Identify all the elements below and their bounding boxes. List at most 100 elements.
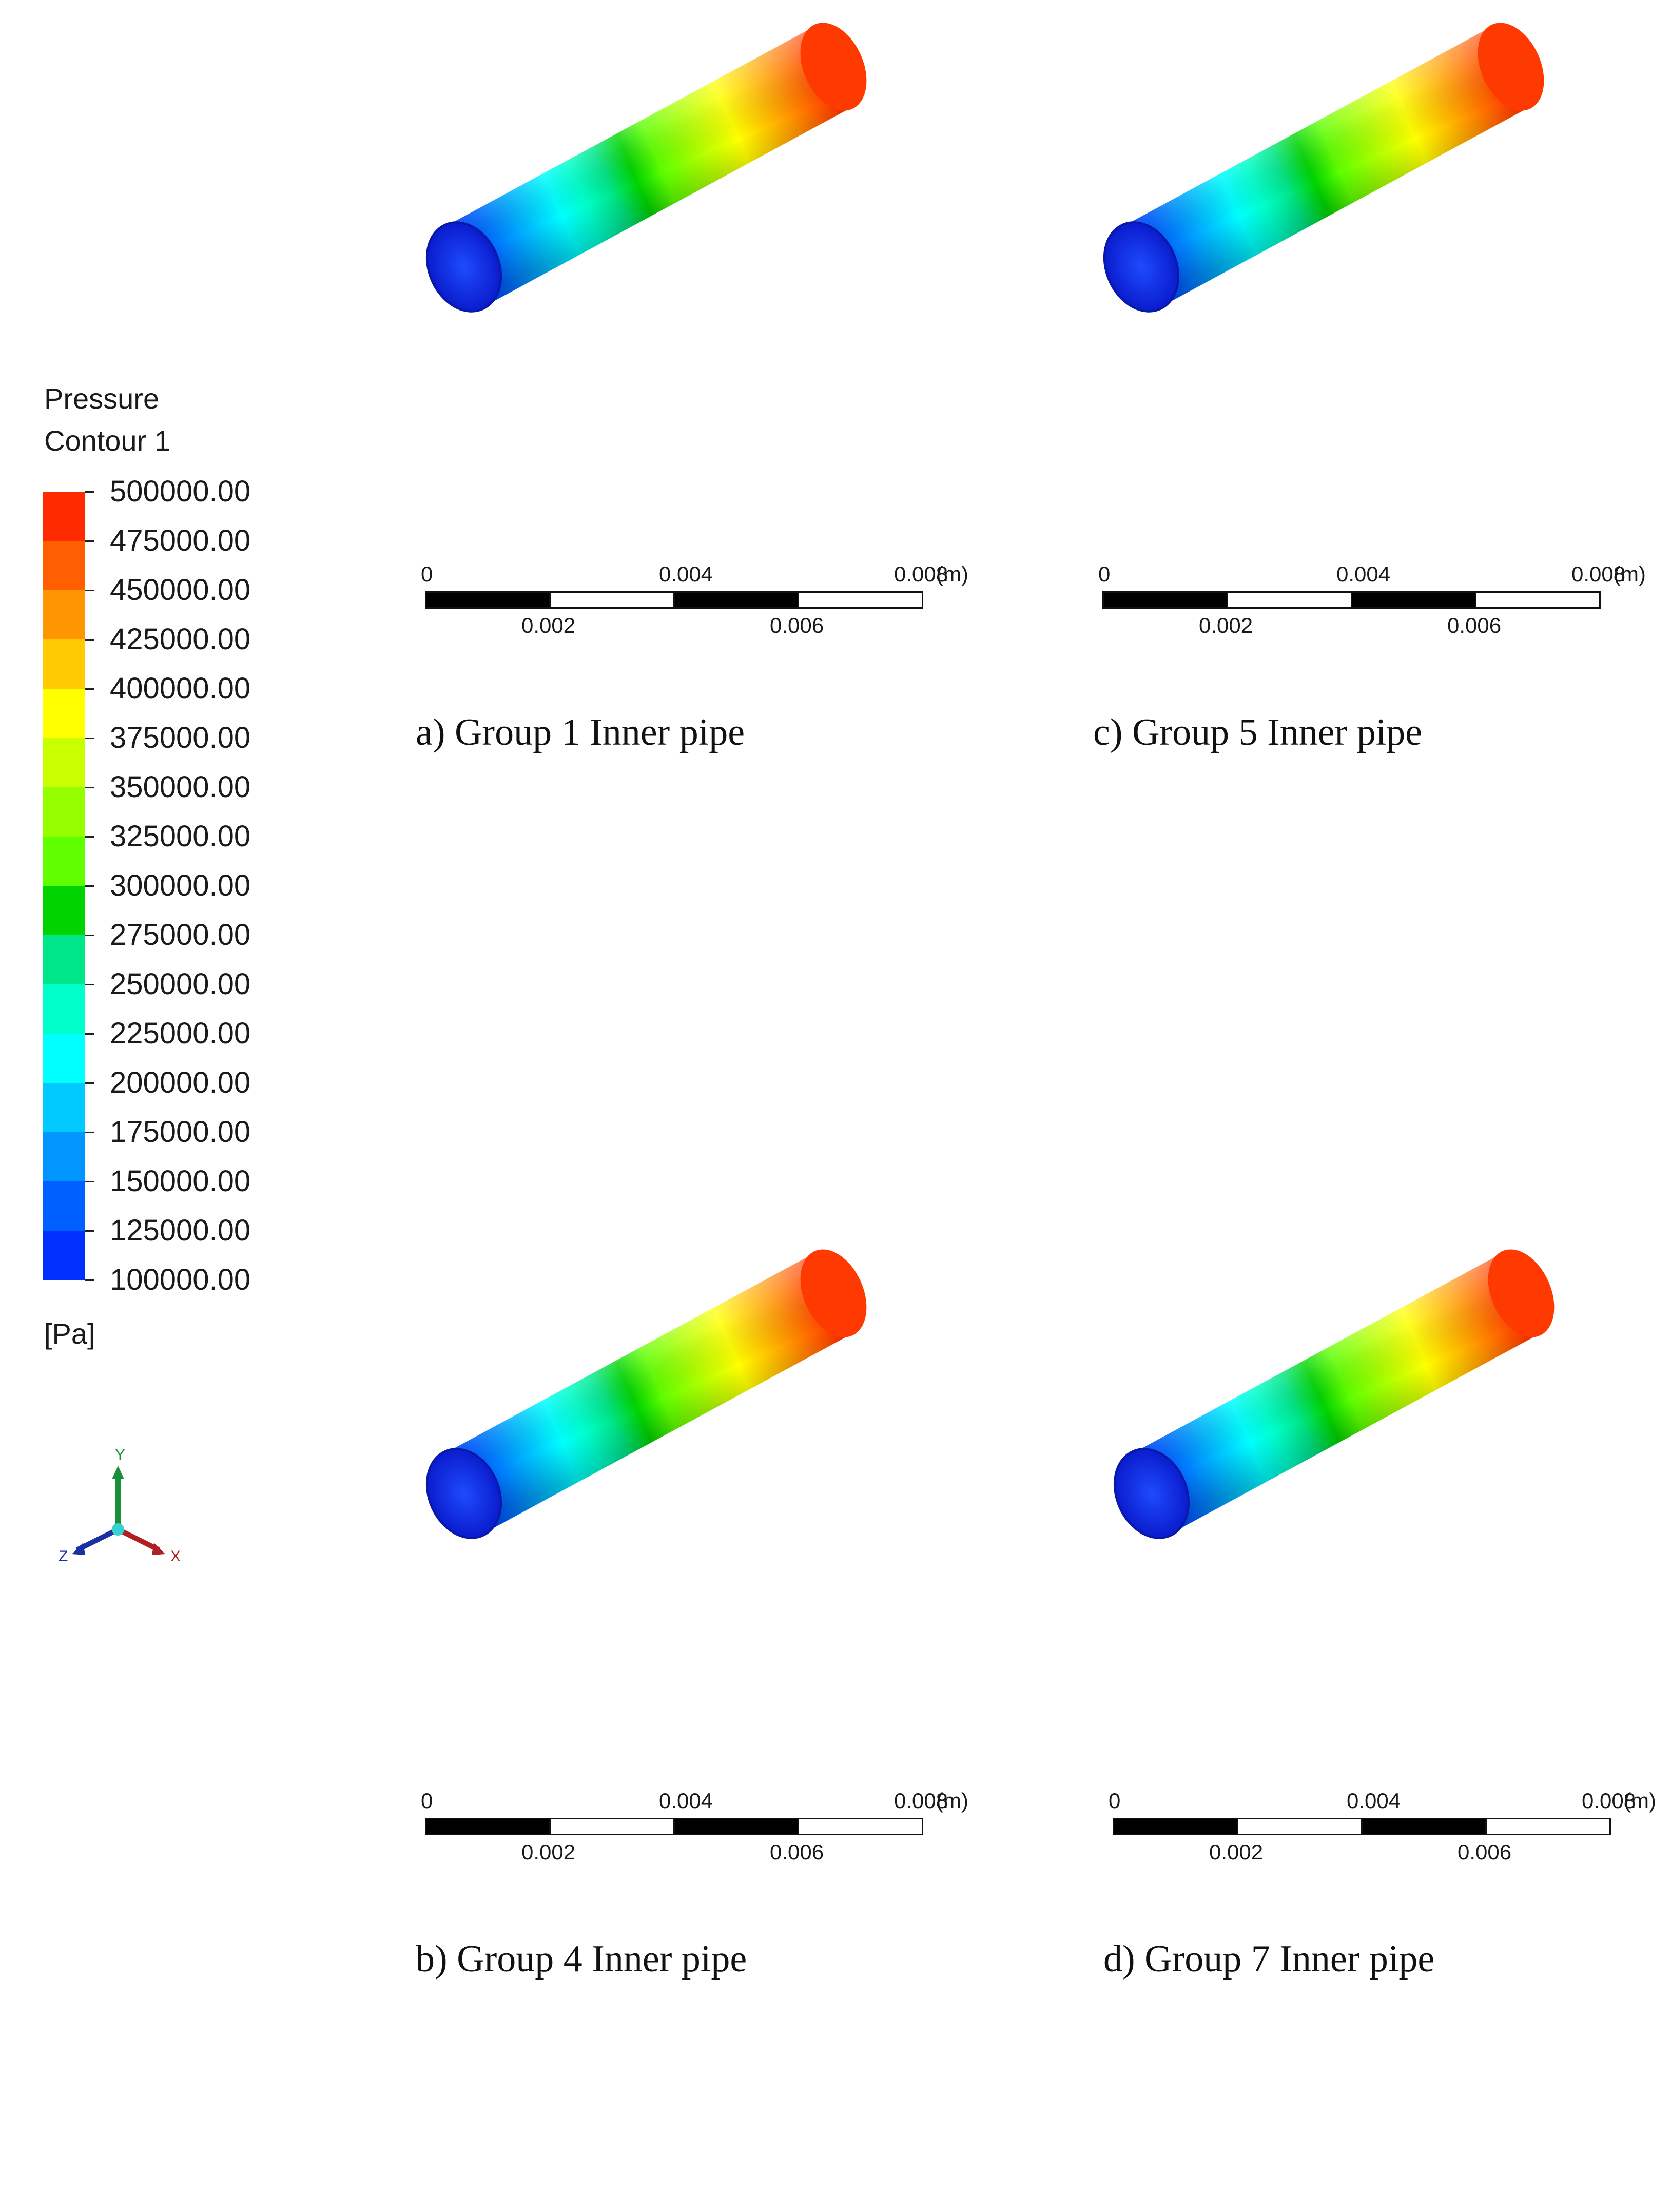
scale-bar-top-label: 0: [1109, 1789, 1121, 1813]
color-bar-segment: [43, 689, 85, 739]
scale-bar-top-label: 0.004: [1347, 1789, 1401, 1813]
legend-tick-mark: [85, 1181, 94, 1182]
scale-bar-segment: [673, 591, 799, 609]
legend-tick-label: 325000.00: [110, 820, 251, 853]
scale-bar-unit: (m): [1614, 562, 1646, 586]
pressure-pipe-d: [1113, 1249, 1555, 1539]
scale-bar-segment: [1361, 1818, 1487, 1835]
scale-bar-unit: (m): [1624, 1789, 1656, 1813]
scale-bar-bottom-label: 0.006: [1458, 1840, 1512, 1864]
pipe-shading: [446, 1252, 851, 1535]
pressure-pipe-a: [425, 23, 867, 313]
legend-tick-label: 475000.00: [110, 524, 251, 557]
legend-tick-label: 225000.00: [110, 1017, 251, 1050]
scale-bar-bottom-label: 0.002: [521, 1840, 576, 1864]
scale-bar-segment: [1237, 1818, 1363, 1835]
pipe-shading: [1134, 1252, 1539, 1535]
legend-tick-label: 500000.00: [110, 475, 251, 508]
legend-tick-mark: [85, 738, 94, 739]
legend-tick-label: 450000.00: [110, 573, 251, 607]
scale-bar-top-label: 0.004: [659, 1789, 713, 1813]
pipe-inlet-cap: [425, 1448, 502, 1539]
legend-tick-mark: [85, 1230, 94, 1232]
scale-bar-bottom-label: 0.006: [770, 1840, 824, 1864]
legend-title: Pressure: [44, 382, 160, 415]
legend-tick-mark: [85, 639, 94, 641]
scale-bar-segment: [549, 591, 675, 609]
color-bar: [43, 492, 85, 1280]
scale-bar-segment: [1227, 591, 1352, 609]
color-bar-segment: [43, 492, 85, 541]
scale-bar-top-label: 0.008: [1571, 562, 1626, 586]
pipe-inlet-cap: [1103, 221, 1180, 313]
legend-tick-mark: [85, 540, 94, 542]
color-bar-segment: [43, 787, 85, 837]
scale-bar-segment: [798, 591, 923, 609]
legend-tick-label: 200000.00: [110, 1066, 251, 1099]
scale-bar-bottom-label: 0.002: [521, 613, 576, 637]
pipe-inlet-cap: [425, 221, 502, 313]
pressure-pipe-c: [1103, 23, 1544, 313]
pipe-outlet-end: [800, 1249, 867, 1337]
scale-bar-segment: [1485, 1818, 1611, 1835]
legend-tick-label: 300000.00: [110, 869, 251, 902]
legend-tick-label: 400000.00: [110, 672, 251, 705]
color-bar-segment: [43, 590, 85, 640]
scale-bar-segment: [1102, 591, 1228, 609]
scale-bar-top-label: 0.008: [894, 1789, 948, 1813]
color-bar-segment: [43, 639, 85, 689]
color-bar-segment: [43, 886, 85, 936]
scale-bar-segment: [1475, 591, 1601, 609]
legend-tick-label: 150000.00: [110, 1165, 251, 1198]
pipe-outlet-end: [1478, 23, 1544, 111]
axis-z-label: Z: [59, 1548, 68, 1565]
scale-bar-top-label: 0: [421, 562, 433, 586]
pressure-pipe-b: [425, 1249, 867, 1539]
scale-bar-segment: [798, 1818, 923, 1835]
color-bar-segment: [43, 984, 85, 1034]
legend-tick-label: 375000.00: [110, 721, 251, 754]
scale-bar-segment: [425, 1818, 551, 1835]
scale-bar-top-label: 0.004: [1336, 562, 1391, 586]
scale-bar: 0 0.004 0.008(m) 0.002 0.006: [421, 1781, 968, 1873]
axis-x-label: X: [170, 1548, 181, 1565]
scale-bar-unit: (m): [936, 562, 968, 586]
scale-bar-top-label: 0.008: [894, 562, 948, 586]
color-bar-segment: [43, 1231, 85, 1280]
color-bar-segment: [43, 1034, 85, 1083]
legend-tick-label: 175000.00: [110, 1115, 251, 1149]
pipe-inlet-cap: [1113, 1448, 1190, 1539]
legend-unit: [Pa]: [44, 1317, 95, 1350]
pipe-outlet-end: [1488, 1249, 1555, 1337]
scale-bar-segment: [549, 1818, 675, 1835]
color-bar-segment: [43, 541, 85, 591]
legend-tick-label: 275000.00: [110, 918, 251, 952]
color-bar-segment: [43, 1083, 85, 1133]
axis-triad-icon: Y X Z: [59, 1447, 181, 1565]
panel-caption: a) Group 1 Inner pipe: [416, 711, 745, 753]
scale-bar-bottom-label: 0.002: [1199, 613, 1253, 637]
pipe-outlet-end: [800, 23, 867, 111]
legend-subtitle: Contour 1: [44, 424, 170, 457]
legend-tick-mark: [85, 1279, 94, 1281]
scale-bar-segment: [1113, 1818, 1238, 1835]
legend-tick-label: 250000.00: [110, 967, 251, 1001]
scale-bar-bottom-label: 0.006: [770, 613, 824, 637]
legend-tick-mark: [85, 885, 94, 887]
color-bar-segment: [43, 1181, 85, 1231]
legend-tick-mark: [85, 1132, 94, 1133]
scale-bar-top-label: 0: [421, 1789, 433, 1813]
scale-bar-top-label: 0: [1098, 562, 1111, 586]
panel-caption: d) Group 7 Inner pipe: [1103, 1938, 1435, 1980]
legend-tick-mark: [85, 491, 94, 493]
scale-bar-unit: (m): [936, 1789, 968, 1813]
legend-tick-mark: [85, 935, 94, 936]
scale-bar-top-label: 0.008: [1582, 1789, 1636, 1813]
scale-bar-segment: [673, 1818, 799, 1835]
pipe-shading: [446, 26, 851, 308]
